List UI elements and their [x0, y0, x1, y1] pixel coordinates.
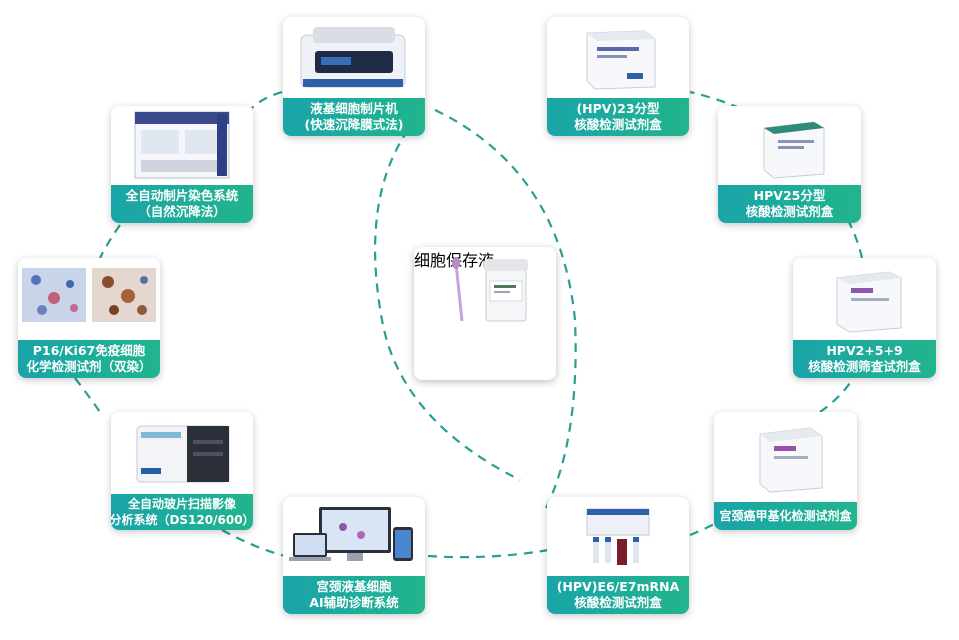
hpv259-line2: 核酸检测筛查试剂盒 — [808, 359, 921, 374]
slide-preparer-icon — [300, 27, 406, 88]
preservation-image — [414, 247, 556, 334]
connector-e6e7-methyl — [689, 511, 736, 537]
ai-line1: 宫颈液基细胞 — [316, 579, 392, 594]
scanner-image — [111, 412, 253, 494]
p16-image — [18, 258, 160, 338]
scanner-line1: 全自动玻片扫描影像 — [127, 497, 236, 511]
stainer-line2: （自然沉降法） — [138, 204, 226, 219]
connector-hpv259-hpv25 — [847, 219, 864, 259]
ai-line2: AI辅助诊断系统 — [309, 595, 399, 610]
card-methyl[interactable]: 宫颈癌甲基化检测试剂盒 — [714, 412, 857, 530]
e6e7-line2: 核酸检测试剂盒 — [574, 595, 662, 610]
connector-inner-arc-right — [434, 109, 577, 511]
hpv259-image — [793, 258, 936, 338]
hpv23-line2: 核酸检测试剂盒 — [574, 117, 662, 132]
connector-scanner-ai — [221, 529, 286, 558]
card-scanner[interactable]: 全自动玻片扫描影像分析系统（DS120/600） — [111, 412, 253, 530]
connector-stainer-p16 — [99, 224, 121, 259]
preservation-tube-icon — [452, 257, 528, 322]
stainer-image — [111, 106, 253, 185]
hpv25-image — [718, 106, 861, 185]
preparer-image — [283, 17, 425, 98]
e6e7-image — [547, 497, 689, 576]
stainer-line1: 全自动制片染色系统 — [125, 188, 239, 203]
ai-diagnosis-devices-icon — [289, 507, 413, 561]
preparer-line2: (快速沉降膜式法) — [304, 117, 404, 132]
slide-scanner-icon — [136, 425, 230, 483]
methyl-image — [714, 412, 857, 502]
kit-box-icon — [836, 271, 902, 333]
card-p16[interactable]: P16/Ki67免疫细胞化学检测试剂（双染） — [18, 258, 160, 378]
card-hpv23[interactable]: (HPV)23分型核酸检测试剂盒 — [547, 17, 689, 136]
hpv23-line1: (HPV)23分型 — [576, 101, 660, 116]
connector-inner-arc-left — [374, 129, 521, 481]
hpv259-line1: HPV2+5+9 — [826, 343, 903, 358]
kit-box-icon — [763, 121, 825, 179]
kit-box-icon — [759, 427, 823, 493]
card-preparer[interactable]: 液基细胞制片机(快速沉降膜式法) — [283, 17, 425, 136]
methyl-line1: 宫颈癌甲基化检测试剂盒 — [719, 509, 852, 523]
p16-line2: 化学检测试剂（双染） — [26, 359, 152, 374]
card-hpv25[interactable]: HPV25分型核酸检测试剂盒 — [718, 106, 861, 223]
card-stainer[interactable]: 全自动制片染色系统（自然沉降法） — [111, 106, 253, 223]
kit-box-icon — [586, 30, 656, 90]
hpv23-image — [547, 17, 689, 98]
center-card-preservation-solution[interactable]: 细胞保存液 — [414, 247, 556, 380]
e6e7-line1: (HPV)E6/E7mRNA — [556, 579, 680, 594]
scanner-line2: 分析系统（DS120/600） — [111, 513, 253, 527]
connector-preparer-stainer — [251, 90, 283, 109]
preparer-line1: 液基细胞制片机 — [310, 101, 398, 116]
hpv25-line2: 核酸检测试剂盒 — [745, 204, 834, 219]
staining-system-icon — [134, 111, 230, 179]
ai-image — [283, 497, 425, 576]
connector-ai-e6e7 — [427, 548, 549, 559]
hpv25-line1: HPV25分型 — [753, 188, 826, 203]
cell-stain-micrograph-icon — [22, 268, 156, 322]
connector-p16-scanner — [74, 377, 101, 413]
connector-methyl-hpv259 — [819, 379, 853, 413]
reagent-tubes-icon — [586, 508, 650, 565]
p16-line1: P16/Ki67免疫细胞 — [32, 343, 146, 358]
